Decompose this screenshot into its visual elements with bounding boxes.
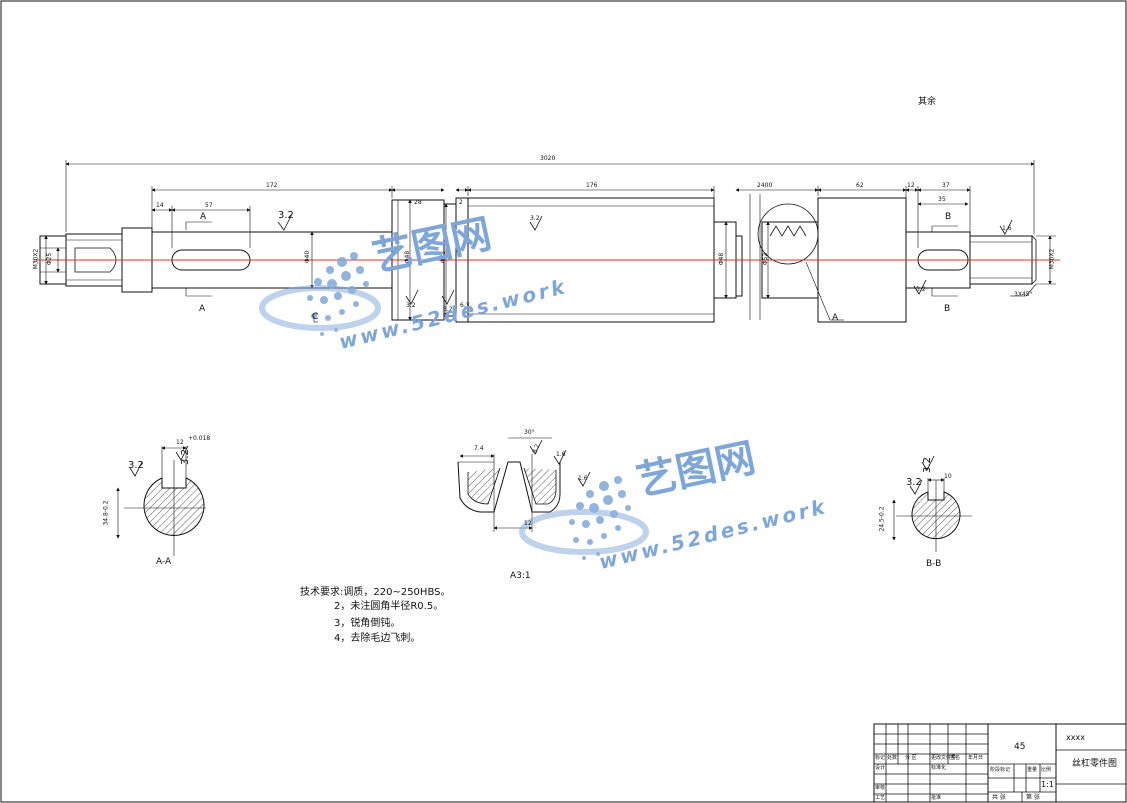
dimension-lines [44,160,1056,323]
tech-note-4: 4，去除毛边飞刺。 [334,633,421,644]
dim-thread-dia: Φ48 [718,252,726,266]
tb-head-craft: 工艺 [875,795,886,801]
roughness-screw: 3.2 [530,215,540,222]
section-bb-label: B-B [926,559,942,569]
dim-screw-dia: Φ52 [762,252,770,266]
section-bb [892,478,972,552]
detail-dim-74: 7.4 [474,445,484,452]
section-aa-depth: 34.8-0.2 [102,500,110,526]
tb-head-count: 处数 [887,755,898,761]
dim-62: 62 [856,182,864,189]
roughness-collar-left: 3.2 [406,302,416,309]
section-mark-a-bottom: A [199,304,206,314]
section-aa-width: 12 [176,439,184,446]
title-block [873,723,1127,803]
tb-head-stage: 阶段标记 [990,767,1011,773]
title-material: 45 [1014,742,1026,752]
section-aa [116,446,206,556]
section-bb-width: 10 [944,473,952,480]
detail-roughness-3: 1.6 [578,475,588,482]
tech-note-1: 技术要求:调质，220~250HBS。 [300,587,451,598]
dim-right-thread: M30X2 [1048,248,1056,270]
title-company: xxxx [1066,733,1085,742]
dim-57: 57 [205,202,213,209]
dim-35: 35 [938,196,946,203]
tb-sheet-number: 第 张 [1026,794,1040,801]
tb-head-check: 审核 [875,785,886,791]
tb-head-sign: 签名 [950,755,961,761]
section-aa-roughness-2: 3.2 [179,449,191,465]
watermark-globe-2 [519,476,649,560]
title-scale-value: 1:1 [1041,780,1054,789]
shaft-main-view [39,194,1037,323]
title-part-name: 丝杠零件图 [1072,759,1118,769]
section-bb-depth: 24.5-0.2 [878,506,886,532]
tb-head-date: 年月日 [968,755,984,761]
top-roughness-note: 其余 [918,97,937,107]
tb-head-approve: 批准 [931,795,942,801]
detail-label: A3:1 [510,571,531,581]
dim-2400: 2400 [757,182,773,189]
watermark-globe-1 [259,252,381,336]
dim-overall-length: 3020 [540,155,556,162]
dim-28: 28 [414,199,422,206]
tb-head-mark: 标记 [875,755,886,761]
tech-note-3: 3，锐角倒钝。 [334,618,401,629]
dim-left-thread: M30X2 [32,248,40,270]
section-mark-a-top: A [200,212,207,222]
dim-2: 2 [459,199,463,206]
roughness-collar-right: 3.2 [443,306,453,313]
detail-dim-12: 12 [524,520,532,527]
section-aa-label: A-A [156,557,172,567]
tb-head-weight: 重量 [1027,767,1038,773]
tb-head-design: 设计 [875,765,886,771]
tb-head-std: 标准化 [931,765,947,771]
section-mark-b-top: B [945,212,952,222]
tech-note-2: 2，未注圆角半径R0.5。 [334,601,444,612]
dim-172: 172 [266,182,278,189]
roughness-63: 6.3 [460,302,470,309]
section-mark-b-bottom: B [944,304,951,314]
dim-left-dia: Φ25 [46,252,54,266]
detail-view [457,437,561,532]
tb-total-sheets: 共 张 [992,794,1006,801]
roughness-right-key: 3.2 [916,286,926,293]
section-aa-roughness-1: 3.2 [128,460,144,471]
bracket-mark: C [312,312,319,322]
tb-head-scale: 比例 [1041,767,1052,773]
tb-head-change: 更改文件号 [931,755,957,761]
detail-mark: A [832,313,839,323]
detail-dim-angle: 30° [524,429,535,436]
section-aa-tol: +0.018 [188,435,211,442]
dim-37: 37 [942,182,950,189]
roughness-symbols [129,213,1013,495]
tb-head-zone: 分 区 [905,755,917,761]
dim-14: 14 [156,202,164,209]
dim-176: 176 [586,182,598,189]
section-bb-roughness-1: 3.2 [906,477,922,488]
dim-chamfer: 3X45° [1014,291,1033,298]
detail-roughness-1: 1.6 [556,451,566,458]
roughness-right-thread: 1.6 [1002,225,1012,232]
section-bb-roughness-2: 3.2 [921,457,933,473]
roughness-keyway: 3.2 [278,210,294,221]
dim-12: 12 [907,182,915,189]
dim-mid-dia: Φ40 [304,250,312,264]
